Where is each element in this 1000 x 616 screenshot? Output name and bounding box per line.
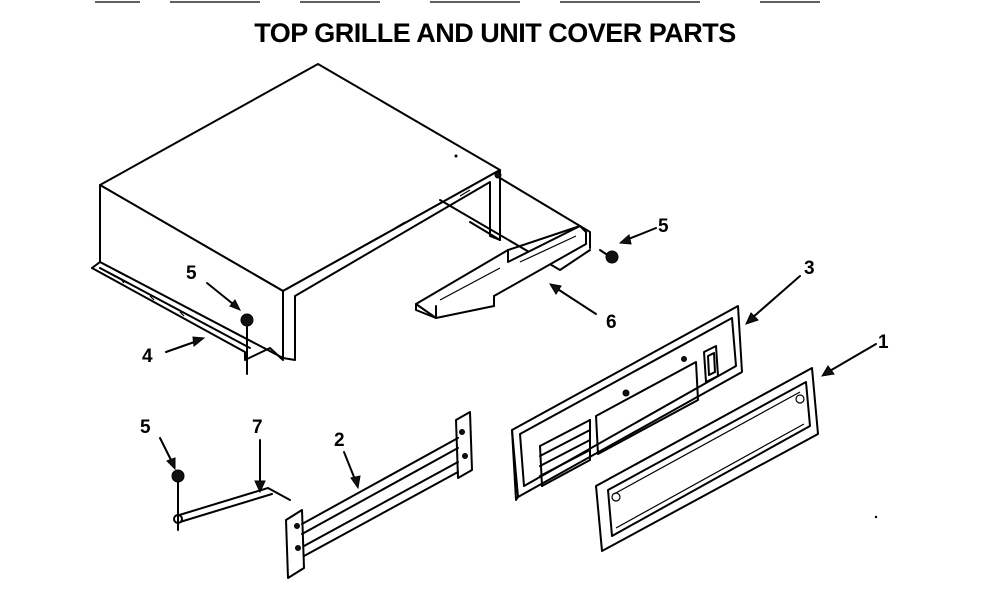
- screw-c: [171, 469, 185, 531]
- unit-cover-part: [91, 63, 591, 361]
- bracket-part: [415, 225, 587, 319]
- callout-5-bottom-left: 5: [140, 417, 151, 438]
- leader-lines: [159, 227, 877, 494]
- callout-labels: 5 4 5 6 3 1 5 7 2: [140, 216, 889, 451]
- diagram-title: TOP GRILLE AND UNIT COVER PARTS: [254, 18, 736, 48]
- callout-5-right: 5: [658, 216, 669, 237]
- rod-part: [173, 487, 291, 524]
- callout-6: 6: [606, 312, 617, 333]
- rail-part: [285, 411, 473, 579]
- callout-1: 1: [878, 332, 889, 353]
- callout-4: 4: [142, 346, 153, 367]
- grille-frame-part: [595, 367, 819, 552]
- top-grille-part: [511, 305, 743, 501]
- screw-part: [171, 249, 619, 531]
- callout-3: 3: [804, 258, 815, 279]
- callout-2: 2: [334, 430, 345, 451]
- screw-b: [599, 249, 619, 264]
- speck: [874, 515, 878, 519]
- callout-7: 7: [252, 417, 263, 438]
- callout-5-top-left: 5: [186, 263, 197, 284]
- screw-a: [240, 313, 254, 375]
